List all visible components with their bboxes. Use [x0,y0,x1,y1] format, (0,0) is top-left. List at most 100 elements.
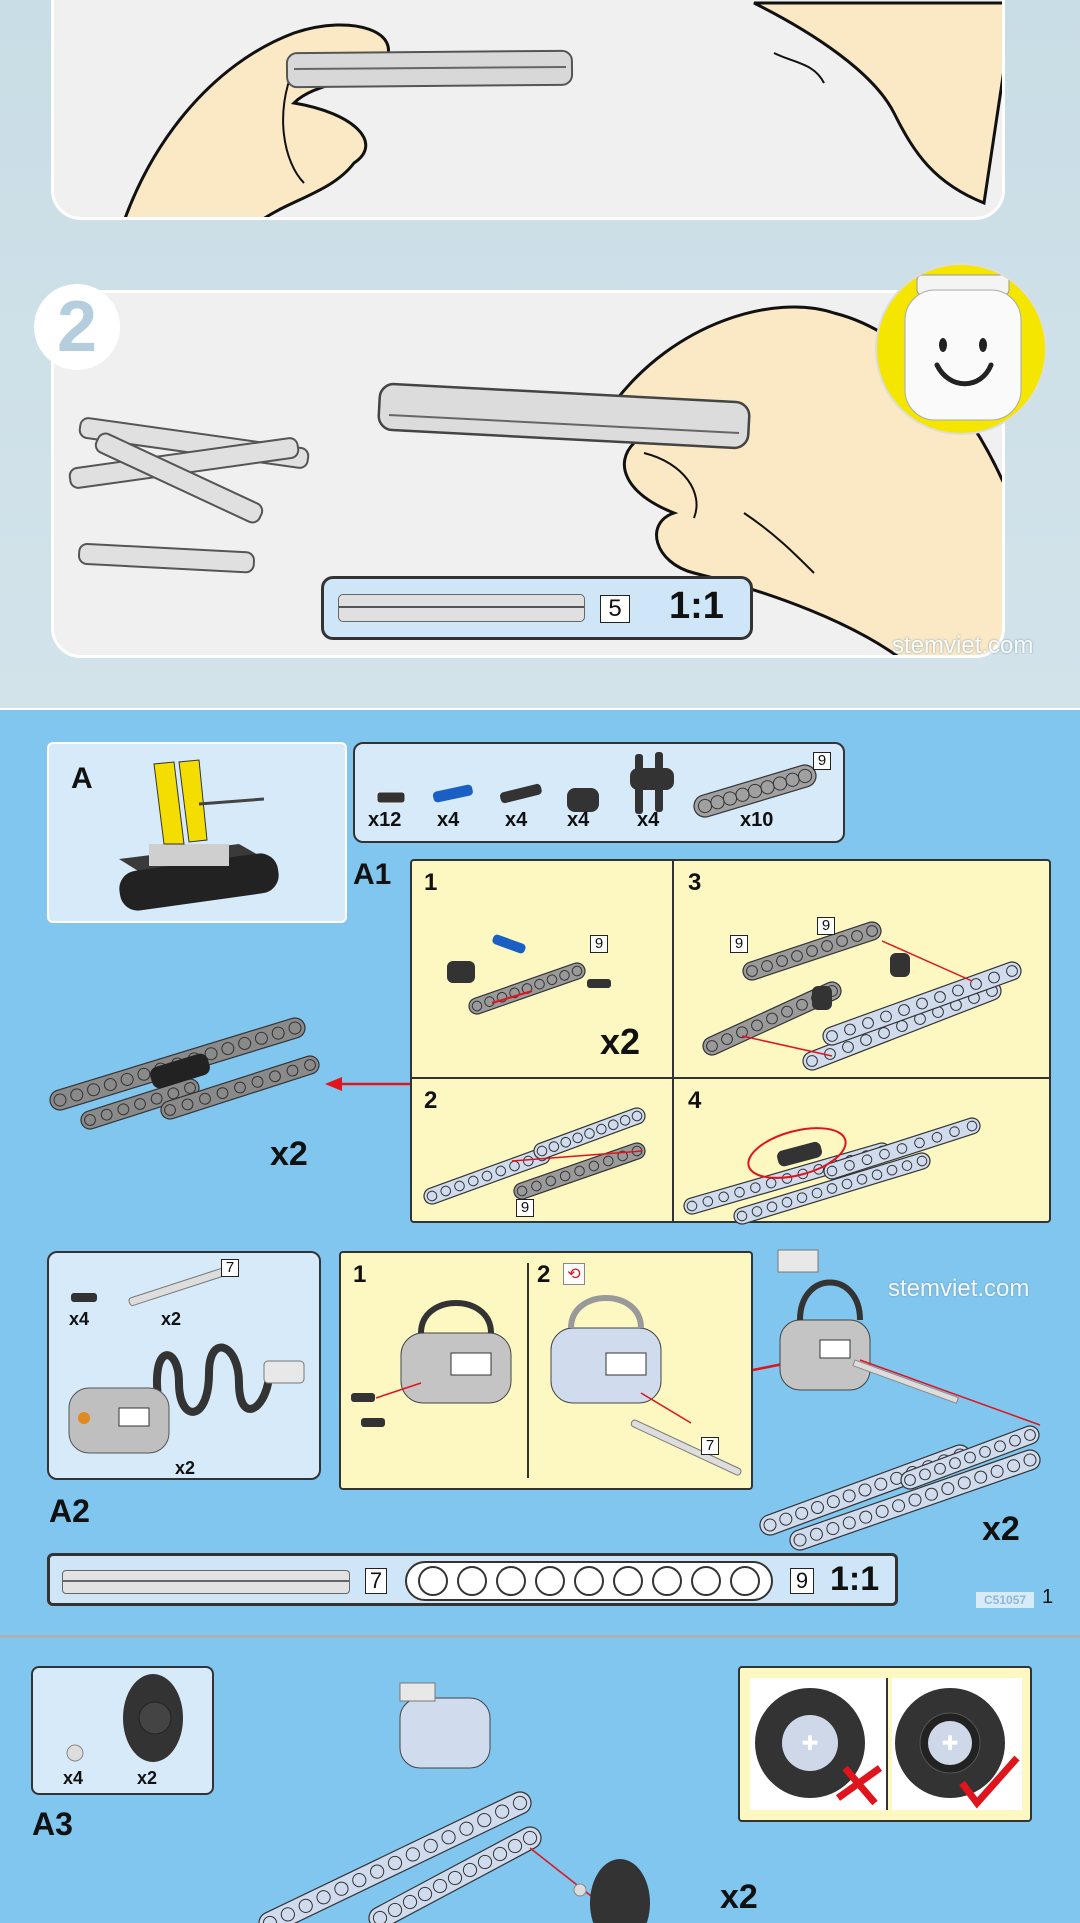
beam-hole [776,955,788,967]
beam-hole [806,945,818,957]
beam-hole [686,1200,698,1212]
beam-hole [596,1123,607,1135]
beam-hole [572,1132,583,1144]
beam-part [423,1147,551,1205]
beam-hole [459,1821,474,1836]
a1-steps-grid: 1 9 x2 3 9 9 2 9 4 [410,859,1051,1225]
beam-hole [298,1898,313,1913]
beam-hole [919,1468,931,1481]
part-qty: x2 [137,1768,158,1788]
beam-hole [880,1010,892,1023]
beam-hole [423,1838,438,1853]
part-qty: x4 [437,809,460,831]
beam-hole [588,1160,600,1172]
beam-hole [862,1017,874,1029]
beam-hole [238,1036,252,1050]
beam-hole [924,1487,938,1501]
beam-hole [914,1137,925,1149]
beam-hole [548,1141,560,1152]
beam-hole [477,1854,493,1870]
a2-step-2-size: 7 [701,1437,719,1455]
page-number: 1 [1042,1586,1054,1608]
a2-result-multiplier: x2 [982,1510,1020,1548]
beam-hole [791,950,803,962]
product-code: C51057 [976,1592,1035,1608]
beam-size-label: 9 [790,1568,814,1594]
svg-text:✚: ✚ [802,1733,819,1755]
minifig-head-icon [875,263,1047,435]
beam-hole [100,1108,113,1121]
beam-hole [602,1155,614,1167]
svg-text:✚: ✚ [942,1733,959,1755]
beam-hole [949,1457,961,1470]
beam-hole [841,1178,853,1190]
beam-hole [851,930,863,942]
beam-hole [559,1170,571,1182]
watermark: stemviet.com [892,632,1034,659]
beam-hole [736,1210,748,1222]
beam-hole [1009,1434,1021,1447]
beam-hole [1023,1453,1037,1467]
beam-hole [454,1180,465,1192]
beam-hole [254,1031,268,1045]
beam-hole [495,1804,510,1819]
beam-hole [916,1155,928,1167]
a3-assembly-illustration [258,1682,650,1923]
beam-hole [874,1477,888,1491]
beam-hole [826,1495,840,1509]
beam-hole [795,1506,809,1520]
beam-hole [811,1187,823,1199]
beam-hole [779,1512,793,1526]
part-qty: x2 [161,1309,182,1329]
beam-part [823,1117,981,1180]
beam-hole [559,970,570,981]
part-qty: x12 [368,809,402,831]
beam-hole [440,1185,452,1197]
a3-label: A3 [32,1806,73,1842]
beam-hole [286,1064,299,1077]
beam-part [368,1826,542,1923]
a1-label: A1 [353,858,392,891]
beam-hole [824,1048,836,1060]
beam-hole [584,1128,595,1139]
beam-hole [966,1120,978,1132]
part-length-label: 5 [600,595,630,623]
beam-hole [908,1493,922,1507]
beam-hole [718,1191,729,1203]
watermark: stemviet.com [888,1275,1030,1302]
beam-hole [875,1504,889,1518]
beam-hole [441,1830,456,1845]
wheel-wrong-orientation: ✚ [750,1678,886,1810]
beam-part [693,764,817,818]
beam-hole [546,974,558,986]
beam-hole [87,1083,101,1097]
beam-hole [417,1886,433,1902]
beam-hole [796,1192,808,1203]
scale-label: 1:1 [830,1560,880,1598]
beam-hole [509,987,520,999]
a2-steps-box: 1 2 ⟲ 7 [339,1251,753,1490]
beam-hole [571,965,583,977]
beam-hole [979,1445,991,1458]
beam-hole [545,1175,557,1187]
beam-hole [826,1165,838,1177]
beam-hole [860,1034,872,1046]
part-qty: x4 [69,1309,90,1329]
beam-hole [574,1165,585,1177]
beam-hole [462,1862,478,1878]
axle-7-drawing [62,1570,350,1594]
beam-hole [898,1004,910,1016]
a1-result-multiplier: x2 [270,1135,308,1173]
beam-hole [164,1104,176,1116]
beam-hole [871,1169,883,1181]
beam-hole [842,1041,854,1053]
beam-hole [761,960,773,972]
step-2-panel [51,290,1005,658]
scale-bar-box: 7 9 1:1 [47,1553,898,1606]
tracked-crane-model-illustration [119,759,279,911]
beam-hole [781,1196,793,1208]
beam-hole [531,1180,542,1192]
axles-and-hand-illustration [68,305,1002,655]
beam-hole [844,1160,855,1171]
beam-hole [204,1047,218,1061]
